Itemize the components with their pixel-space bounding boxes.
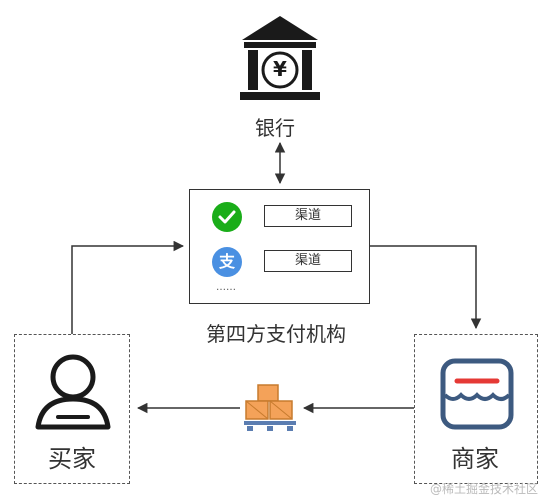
boxes-icon <box>244 384 296 431</box>
alipay-icon: 支 <box>212 247 242 277</box>
bank-currency-symbol: ¥ <box>273 57 287 81</box>
merchant-box: 商家 <box>414 334 538 484</box>
buyer-box: 买家 <box>14 334 130 484</box>
channel-box-2: 渠道 <box>264 250 352 272</box>
watermark: @稀土掘金技术社区 <box>430 482 539 496</box>
bank-label: 银行 <box>255 116 295 140</box>
payment-to-merchant-arrow <box>370 245 482 330</box>
merchant-label: 商家 <box>451 445 499 473</box>
wechat-pay-icon <box>212 202 242 232</box>
more-channels-ellipsis: …… <box>216 282 236 293</box>
buyer-label: 买家 <box>48 445 96 473</box>
person-icon <box>35 354 111 430</box>
channel-box-1: 渠道 <box>264 205 352 227</box>
shop-icon <box>440 358 514 430</box>
payment-org-label: 第四方支付机构 <box>206 322 346 346</box>
payment-org-box: 渠道 支 渠道 …… <box>189 189 370 304</box>
bank-icon <box>240 16 320 100</box>
buyer-to-payment-arrow <box>71 240 185 334</box>
bank-node: ¥ <box>236 12 324 102</box>
